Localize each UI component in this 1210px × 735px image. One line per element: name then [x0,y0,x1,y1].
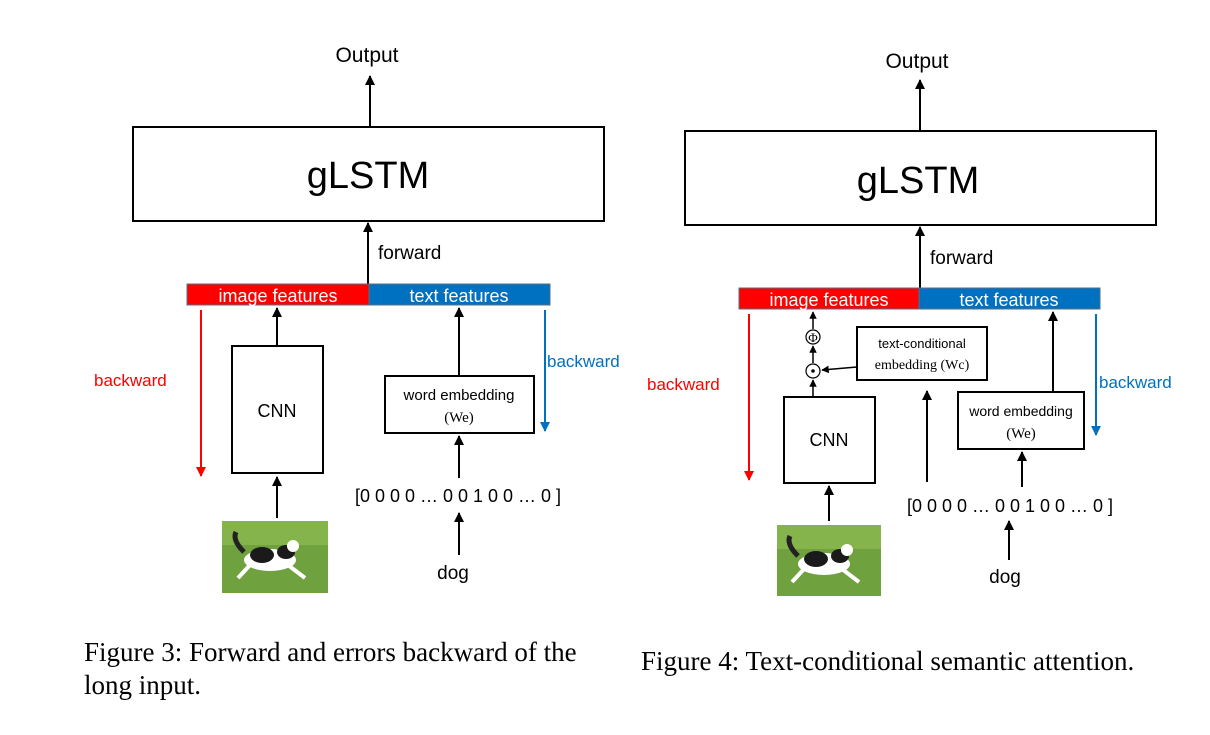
fig4-image-features-label: image features [769,290,888,310]
fig3-caption-line1: Figure 3: Forward and errors backward of… [84,637,577,667]
figure3: Output gLSTM forward image features text… [94,44,620,593]
figure4: Output gLSTM forward image features text… [647,50,1172,596]
fig4-odot-dot [811,369,815,373]
fig3-forward-label: forward [378,243,441,264]
fig4-glstm-box [684,130,1157,226]
fig4-word-embedding-line1: word embedding [968,403,1073,419]
fig4-dog-photo [777,525,881,596]
fig3-output-label: Output [335,44,398,67]
fig4-text-conditional-box [856,326,988,381]
fig4-cnn-box [783,396,876,484]
fig3-glstm-box [132,126,605,222]
fig4-caption: Figure 4: Text-conditional semantic atte… [641,646,1135,676]
fig4-text-conditional-line2: embedding (Wc) [875,358,970,373]
fig4-phi-symbol: Φ [808,330,818,345]
fig4-cnn-label: CNN [810,430,849,450]
fig4-glstm-label: gLSTM [857,160,979,202]
fig4-word-embedding-line2: (We) [1006,426,1036,442]
fig3-backward-blue-label: backward [547,352,620,371]
fig3-caption-line2: long input. [84,670,202,700]
fig3-text-features-label: text features [409,286,508,306]
fig4-text-features-bar [918,287,1101,310]
fig3-image-features-label: image features [218,286,337,306]
fig3-dog-photo [222,521,328,593]
fig3-glstm-label: gLSTM [307,155,429,197]
fig3-word-embedding-line1: word embedding [403,387,515,404]
fig3-caption: Figure 3: Forward and errors backward of… [84,636,644,702]
fig4-word-label: dog [989,567,1021,588]
fig4-wc-to-odot-arrow [821,365,858,374]
fig3-word-label: dog [437,563,469,584]
fig3-word-embedding-line2: (We) [444,410,474,426]
fig4-phi-circle [805,329,821,345]
fig4-backward-red-label: backward [647,375,720,394]
fig4-forward-label: forward [930,248,993,269]
fig3-vector-label: [0 0 0 0 … 0 0 1 0 0 … 0 ] [355,486,561,506]
fig3-word-embedding-box [384,375,535,434]
fig4-vector-label: [0 0 0 0 … 0 0 1 0 0 … 0 ] [907,496,1113,516]
fig3-text-features-bar [368,283,551,306]
fig4-text-conditional-line1: text-conditional [878,336,966,351]
fig4-output-label: Output [885,50,948,73]
fig4-text-features-label: text features [959,290,1058,310]
fig4-word-embedding-box [957,391,1085,450]
fig3-cnn-box [231,345,324,474]
fig4-backward-blue-label: backward [1099,373,1172,392]
fig3-backward-red-label: backward [94,371,167,390]
fig3-cnn-label: CNN [258,401,297,421]
